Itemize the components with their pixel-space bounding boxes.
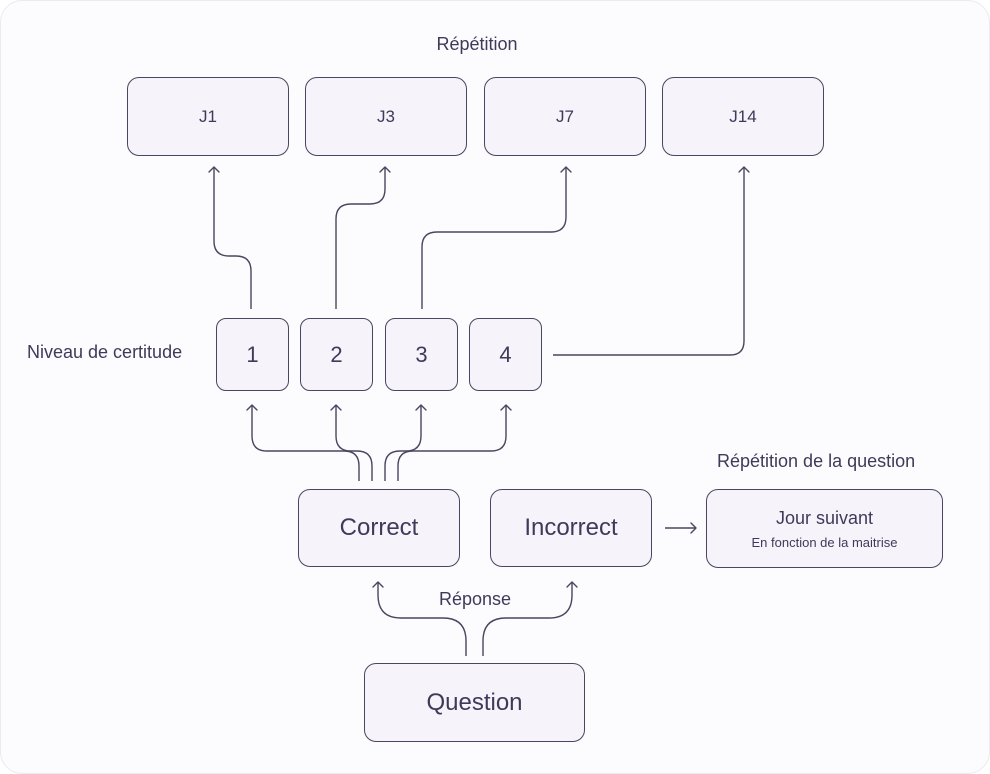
certainty-level-label: 2	[330, 341, 343, 367]
repetition-day-j7: J7	[484, 77, 646, 156]
certainty-level-label: 1	[246, 341, 259, 367]
next-day-title: Jour suivant	[775, 507, 874, 528]
question-label: Question	[426, 688, 523, 716]
repetition-day-label: J3	[377, 106, 395, 126]
arrow-level-3-to-j7	[421, 166, 572, 309]
arrow-correct-to-level-4	[397, 404, 512, 481]
answer-correct: Correct	[298, 489, 460, 567]
certainty-level-3: 3	[385, 318, 458, 391]
arrow-level-2-to-j3	[335, 166, 391, 309]
arrow-correct-to-level-2	[330, 404, 373, 481]
next-day-box: Jour suivant En fonction de la maitrise	[706, 489, 943, 568]
repetition-day-j3: J3	[305, 77, 467, 156]
arrow-question-to-correct	[372, 581, 467, 656]
certainty-level-4: 4	[469, 318, 542, 391]
arrow-level-4-to-j14	[553, 166, 750, 356]
arrow-level-1-to-j1	[208, 166, 252, 309]
certainty-level-label: 3	[415, 341, 428, 367]
next-day-subtitle: En fonction de la maitrise	[751, 534, 898, 550]
certainty-label: Niveau de certitude	[27, 342, 183, 362]
answer-incorrect: Incorrect	[490, 489, 652, 567]
arrow-correct-to-level-3	[384, 404, 427, 481]
repetition-day-label: J1	[199, 106, 217, 126]
question-box: Question	[364, 663, 585, 742]
arrow-correct-to-level-1	[246, 404, 360, 481]
certainty-level-1: 1	[216, 318, 289, 391]
repetition-day-label: J14	[729, 106, 757, 126]
certainty-level-label: 4	[499, 341, 512, 367]
repetition-day-j1: J1	[127, 77, 289, 156]
repetition-heading: Répétition	[436, 34, 518, 54]
arrow-question-to-incorrect	[482, 581, 578, 656]
certainty-level-2: 2	[300, 318, 373, 391]
response-label: Réponse	[438, 589, 512, 609]
answer-correct-label: Correct	[339, 514, 419, 541]
repetition-day-j14: J14	[662, 77, 824, 156]
answer-incorrect-label: Incorrect	[524, 514, 618, 541]
repetition-day-label: J7	[556, 106, 574, 126]
question-repeat-heading: Répétition de la question	[717, 451, 916, 471]
